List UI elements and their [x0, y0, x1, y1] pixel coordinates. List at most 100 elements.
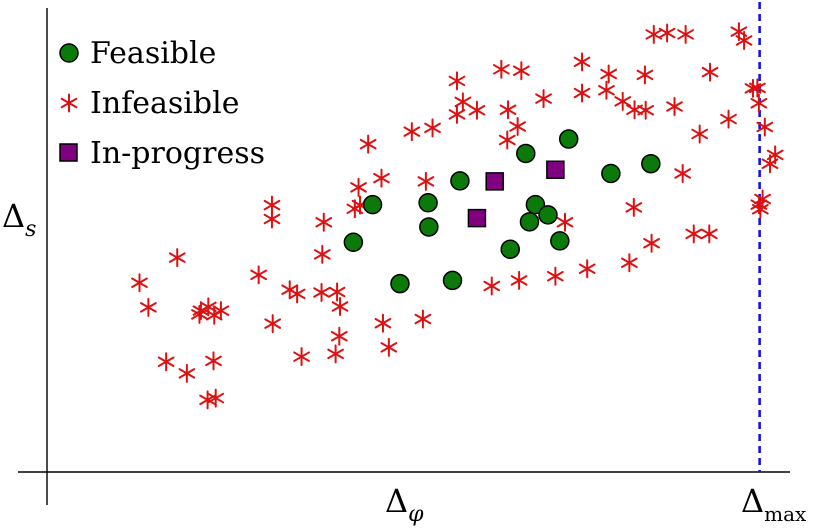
infeasible-point	[417, 171, 435, 191]
infeasible-point	[600, 64, 618, 84]
infeasible-point	[313, 283, 330, 303]
legend-item-infeasible: Infeasible	[60, 86, 239, 121]
infeasible-point	[315, 212, 333, 232]
infeasible-point	[483, 276, 501, 296]
infeasible-point	[263, 209, 281, 229]
infeasible-point	[293, 347, 310, 367]
vline-label: Δmax	[741, 482, 807, 526]
feasible-point	[442, 270, 463, 291]
feasible-point	[525, 194, 546, 215]
infeasible-point	[328, 282, 346, 302]
legend-infeasible-label: Infeasible	[90, 86, 239, 121]
infeasible-point	[573, 83, 591, 103]
infeasible-point	[454, 92, 472, 112]
infeasible-point	[535, 89, 552, 109]
infeasible-point	[374, 313, 392, 333]
infeasible-point	[414, 309, 432, 329]
infeasible-point	[212, 301, 230, 321]
infeasible-point	[666, 97, 683, 117]
infeasible-point	[701, 62, 719, 82]
in-progress-point	[546, 160, 565, 179]
infeasible-point	[403, 122, 421, 142]
infeasible-point	[677, 24, 694, 44]
infeasible-point	[380, 337, 398, 357]
feasible-point	[343, 232, 364, 253]
infeasible-point	[754, 189, 771, 209]
feasible-point	[538, 205, 558, 225]
infeasible-point	[288, 284, 306, 304]
y-axis-label: Δs	[2, 197, 36, 242]
infeasible-point	[556, 212, 574, 232]
feasible-point	[390, 273, 410, 294]
legend-item-feasible: Feasible	[59, 36, 216, 71]
infeasible-point	[131, 273, 148, 293]
infeasible-point	[509, 117, 527, 137]
infeasible-point	[424, 118, 441, 138]
infeasible-point	[614, 91, 632, 111]
infeasible-point	[685, 224, 703, 244]
infeasible-point	[331, 296, 349, 316]
legend-in-progress-label: In-progress	[90, 136, 265, 171]
infeasible-point	[168, 248, 186, 268]
infeasible-point	[573, 52, 591, 72]
infeasible-point	[756, 117, 774, 137]
feasible-point	[418, 193, 438, 213]
infeasible-point	[313, 244, 331, 264]
feasible-point	[519, 212, 540, 232]
infeasible-point	[645, 24, 663, 44]
infeasible-point	[636, 65, 654, 85]
infeasible-point	[264, 314, 282, 334]
legend-asterisk-glyph	[60, 93, 78, 113]
x-axis-label-base: Δ	[385, 482, 408, 520]
infeasible-point	[191, 304, 208, 324]
feasible-point	[450, 171, 470, 191]
infeasible-point	[750, 93, 768, 113]
infeasible-point	[205, 351, 222, 371]
infeasible-point	[691, 124, 709, 144]
feasible-point	[601, 163, 621, 184]
infeasible-point	[625, 197, 643, 217]
x-axis-label: Δφ	[385, 482, 424, 527]
infeasible-point	[327, 344, 344, 364]
infeasible-point	[658, 23, 676, 43]
infeasible-point	[350, 177, 367, 197]
feasible-point	[558, 129, 579, 149]
legend-item-in-progress: In-progress	[59, 136, 265, 171]
infeasible-point	[373, 168, 390, 188]
in-progress-point	[467, 208, 487, 228]
infeasible-point	[140, 297, 157, 317]
in-progress-point	[485, 172, 504, 191]
vline-label-base: Δ	[741, 482, 764, 520]
infeasible-point	[547, 266, 564, 286]
feasible-point	[500, 239, 520, 260]
feasible-point	[516, 143, 536, 164]
infeasible-point	[643, 233, 660, 253]
infeasible-point	[700, 224, 718, 244]
infeasible-point	[178, 363, 196, 383]
infeasible-point	[492, 59, 510, 79]
infeasible-point	[157, 352, 175, 372]
infeasible-point	[448, 104, 466, 124]
infeasible-point	[512, 61, 530, 81]
legend-feasible-label: Feasible	[90, 36, 216, 71]
legend: Feasible Infeasible In-progress	[59, 36, 265, 171]
infeasible-point	[330, 326, 348, 346]
legend-in-progress-marker	[59, 143, 78, 162]
x-axis-label-sub: φ	[408, 502, 424, 527]
infeasible-point	[510, 270, 528, 290]
infeasible-point	[598, 80, 615, 100]
infeasible-point	[621, 253, 638, 273]
infeasible-point	[207, 388, 225, 408]
legend-feasible-marker	[59, 43, 79, 63]
y-axis-label-sub: s	[25, 217, 36, 242]
vline-label-sub: max	[764, 502, 807, 526]
infeasible-point	[720, 109, 737, 129]
infeasible-point	[766, 145, 784, 165]
data-marks	[131, 22, 784, 410]
infeasible-point	[250, 265, 268, 285]
infeasible-point	[359, 134, 377, 154]
infeasible-point	[498, 130, 516, 150]
infeasible-point	[749, 78, 766, 98]
y-axis-label-base: Δ	[2, 197, 25, 235]
